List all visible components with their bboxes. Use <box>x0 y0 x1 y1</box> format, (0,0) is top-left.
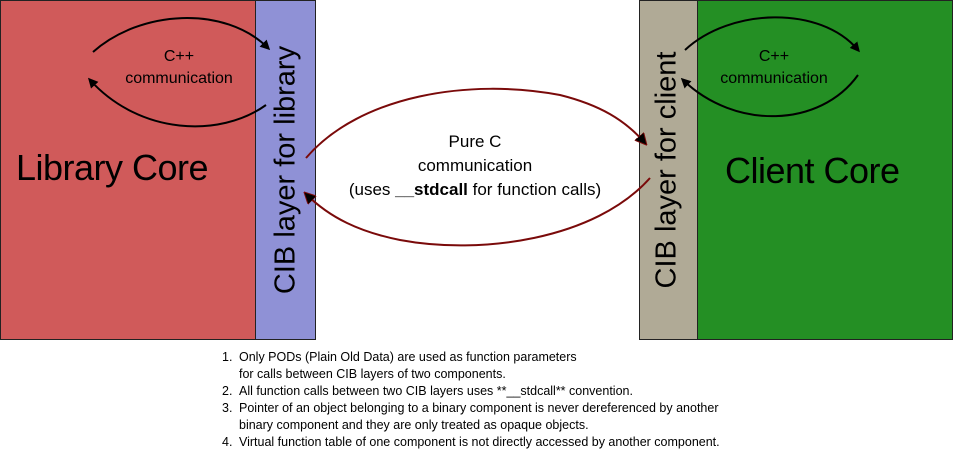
note-number: 4. <box>222 435 233 449</box>
note-item: 4. Virtual function table of one componen… <box>222 434 839 451</box>
pure-c-line3-prefix: (uses <box>348 180 396 199</box>
cpp-communication-label-right: C++ communication <box>708 46 840 90</box>
library-core-label: Library Core <box>16 147 209 188</box>
library-core-block <box>0 0 256 340</box>
cpp-arrow-left-bottom <box>87 77 267 128</box>
pure-c-arrow-bottom <box>306 177 651 247</box>
note-text: Virtual function table of one component … <box>239 435 720 449</box>
note-number: 3. <box>222 401 233 415</box>
pure-c-line3: (uses __stdcall for function calls) <box>322 178 628 202</box>
notes-list: 1. Only PODs (Plain Old Data) are used as… <box>222 349 839 451</box>
cpp-arrow-right-bottom <box>680 74 859 118</box>
pure-c-line2: communication <box>417 156 533 175</box>
note-number: 1. <box>222 350 233 364</box>
note-number: 2. <box>222 384 233 398</box>
pure-c-line3-suffix: for function calls) <box>467 180 602 199</box>
cib-library-block <box>255 0 316 340</box>
cpp-arrow-left-top <box>92 17 271 53</box>
client-core-label: Client Core <box>725 150 900 191</box>
note-text: All function calls between two CIB layer… <box>239 384 633 398</box>
cpp-label-line1: C++ <box>758 48 790 65</box>
pure-c-line1: Pure C <box>448 132 502 151</box>
note-item: 2. All function calls between two CIB lay… <box>222 383 839 400</box>
note-text-continued: binary component and they are only treat… <box>239 418 589 432</box>
cpp-arrow-right-top <box>684 16 860 53</box>
note-text: Pointer of an object belonging to a bina… <box>239 401 719 415</box>
cib-client-label: CIB layer for client <box>650 51 683 289</box>
note-text-continued: for calls between CIB layers of two comp… <box>239 367 506 381</box>
pure-c-arrow-top <box>305 87 645 159</box>
client-core-block <box>697 0 953 340</box>
note-text: Only PODs (Plain Old Data) are used as f… <box>239 350 577 364</box>
note-item: 1. Only PODs (Plain Old Data) are used as… <box>222 349 839 383</box>
cpp-label-line2: communication <box>720 70 828 87</box>
cib-client-block <box>639 0 698 340</box>
cpp-communication-label-left: C++ communication <box>113 46 245 90</box>
pure-c-communication-label: Pure C communication (uses __stdcall for… <box>322 130 628 202</box>
note-item: 3. Pointer of an object belonging to a bi… <box>222 400 839 434</box>
cib-library-label: CIB layer for library <box>269 45 302 295</box>
cpp-label-line1: C++ <box>163 48 195 65</box>
stdcall-keyword: __stdcall <box>395 180 468 199</box>
cpp-label-line2: communication <box>125 70 233 87</box>
